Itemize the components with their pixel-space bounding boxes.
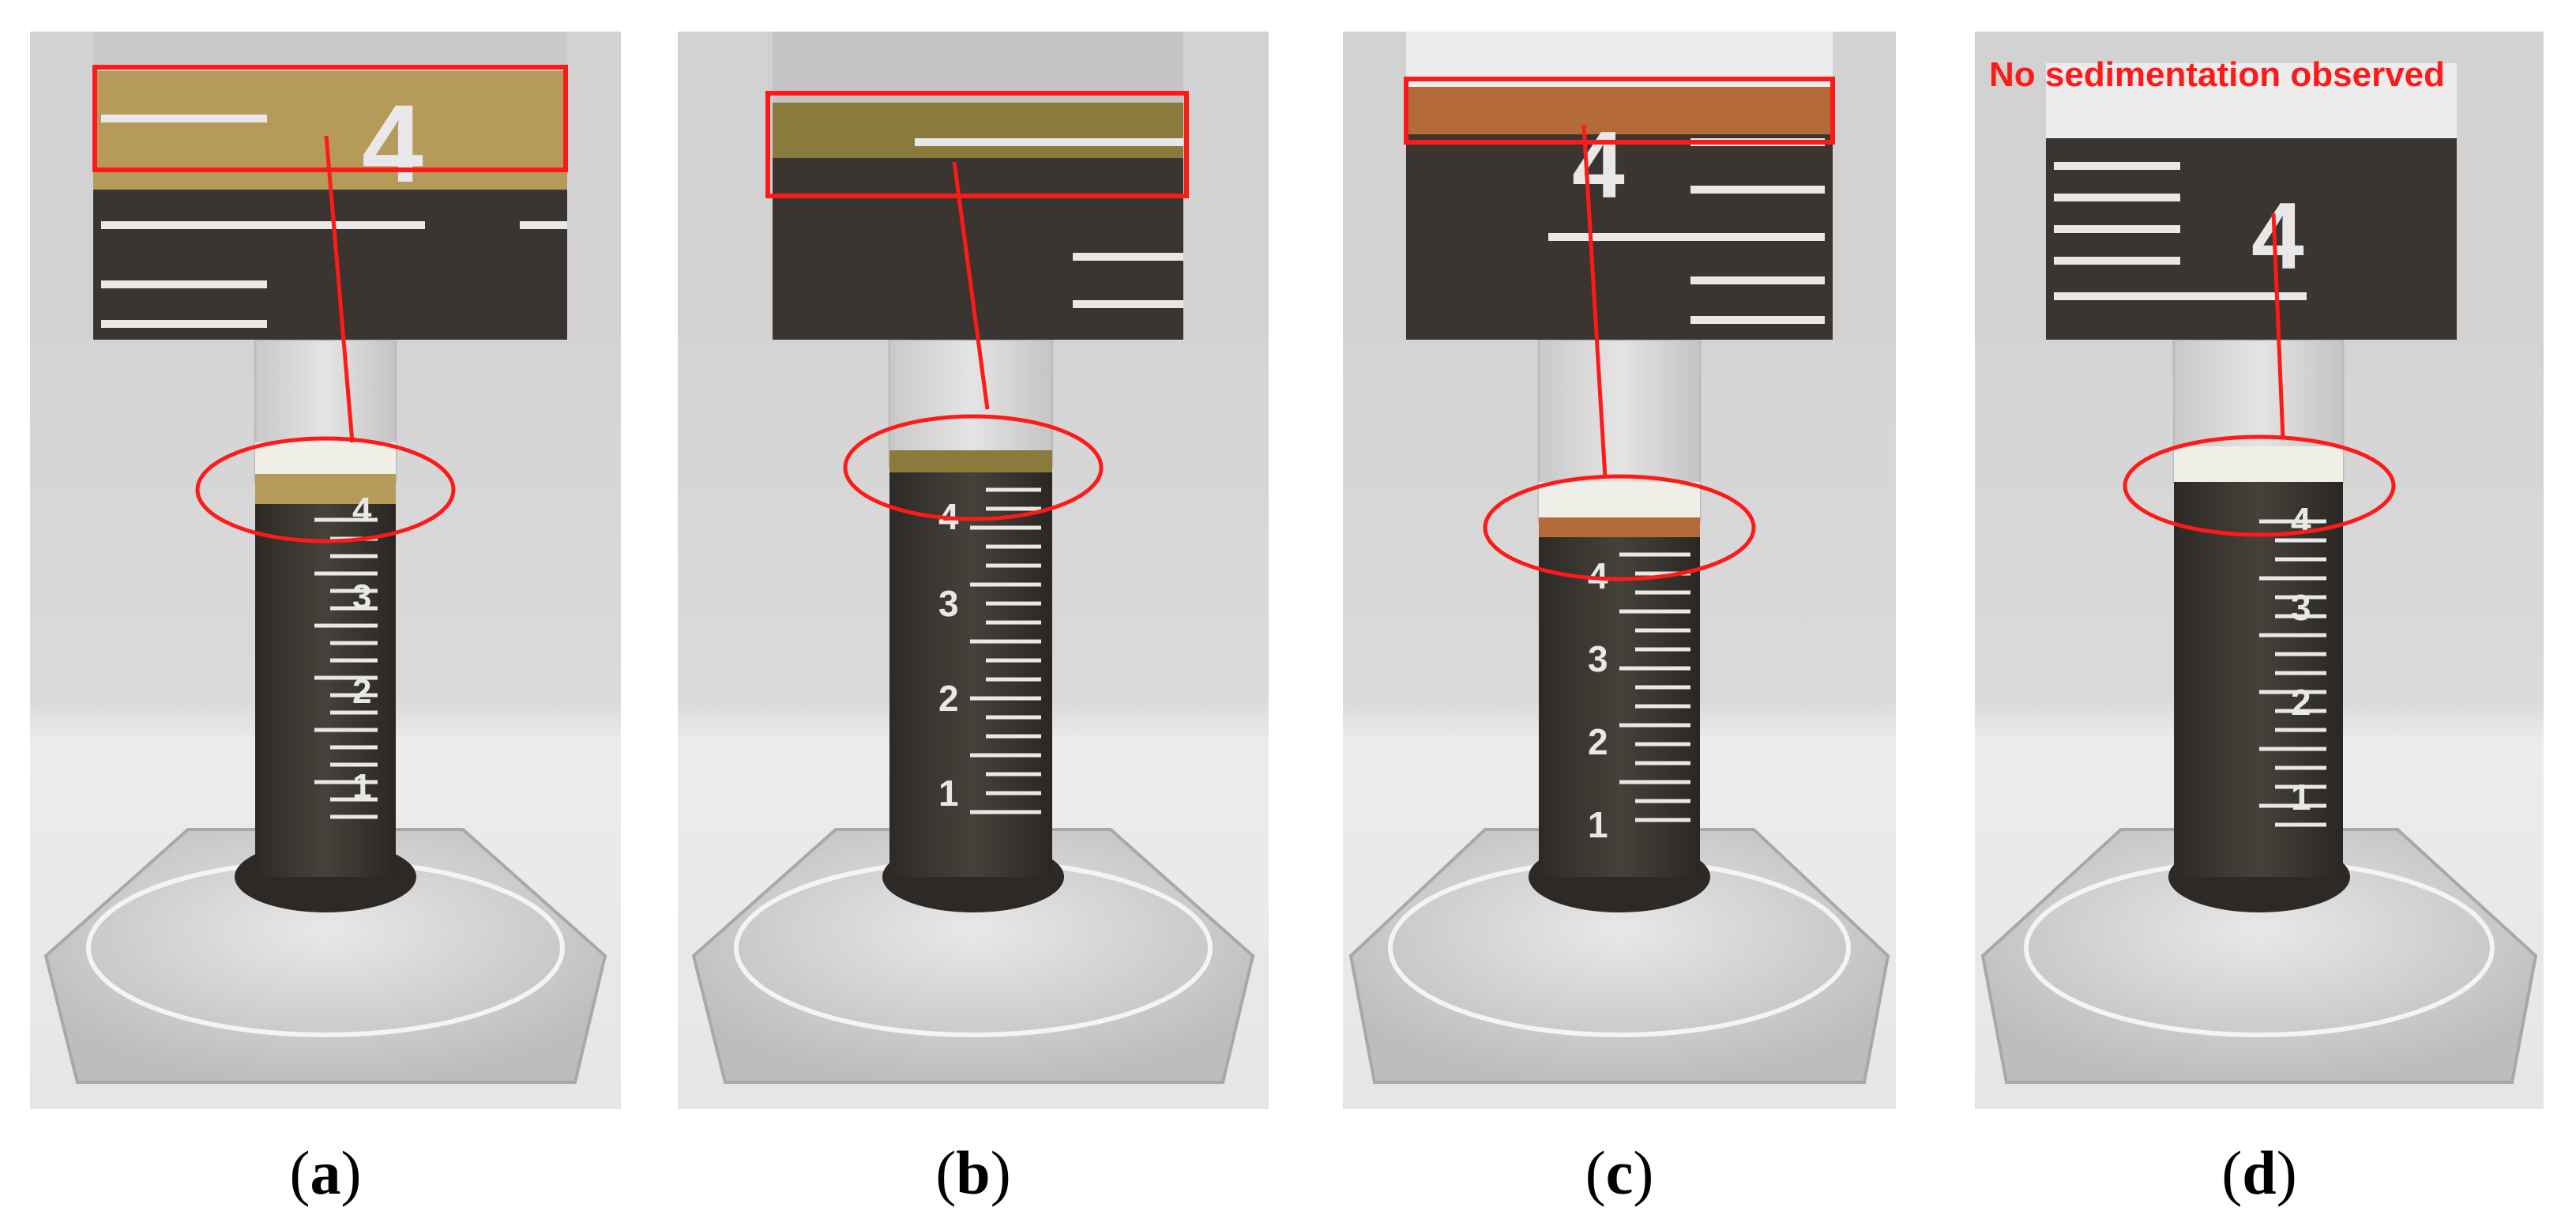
- no-sedimentation-annotation: No sedimentation observed: [1989, 55, 2446, 94]
- highlight-box: [765, 91, 1189, 198]
- svg-text:4: 4: [1588, 555, 1608, 596]
- panel-c: 1 2 3 4 4: [1343, 32, 1896, 1109]
- callout-line: [324, 135, 355, 443]
- highlight-box: [1404, 77, 1835, 145]
- zoom-inset: [678, 32, 1269, 340]
- svg-text:2: 2: [1588, 721, 1608, 762]
- svg-text:3: 3: [938, 583, 959, 624]
- scale-mark-2: 2: [352, 672, 371, 711]
- panel-b: 1 2 3 4: [678, 32, 1269, 1109]
- highlight-ellipse: [2123, 434, 2396, 537]
- scale-mark-4: 4: [352, 491, 372, 529]
- zoom-inset: 4: [1343, 32, 1896, 340]
- caption-b: (b): [935, 1138, 1011, 1207]
- scale-mark-3: 3: [352, 577, 371, 616]
- svg-text:1: 1: [1588, 804, 1608, 845]
- photo-a: 1 2 3 4 4: [30, 32, 621, 1109]
- caption-c: (c): [1585, 1138, 1654, 1207]
- zoom-inset: 4: [1975, 32, 2544, 340]
- svg-text:3: 3: [1588, 638, 1608, 679]
- photo-d: 1 2 3 4 4: [1975, 32, 2544, 1109]
- svg-text:4: 4: [362, 81, 423, 205]
- caption-d: (d): [2221, 1138, 2297, 1207]
- svg-text:2: 2: [2291, 682, 2311, 723]
- svg-text:1: 1: [938, 773, 959, 814]
- highlight-ellipse: [195, 436, 456, 544]
- photo-b: 1 2 3 4: [678, 32, 1269, 1109]
- photo-c: 1 2 3 4 4: [1343, 32, 1896, 1109]
- svg-text:3: 3: [2291, 587, 2311, 628]
- svg-text:4: 4: [1572, 112, 1625, 218]
- panel-d: 1 2 3 4 4 No sedimentation observed: [1975, 32, 2544, 1109]
- panel-a: 1 2 3 4 4: [30, 32, 621, 1109]
- callout-line: [2271, 213, 2285, 439]
- highlight-ellipse: [1483, 474, 1756, 581]
- svg-text:1: 1: [2291, 777, 2311, 818]
- callout-line: [952, 161, 990, 410]
- zoom-inset: 4: [30, 32, 621, 340]
- svg-text:2: 2: [938, 678, 959, 719]
- callout-line: [1581, 124, 1608, 479]
- caption-a: (a): [289, 1138, 362, 1207]
- highlight-ellipse: [843, 414, 1104, 521]
- scale-mark-1: 1: [352, 767, 371, 806]
